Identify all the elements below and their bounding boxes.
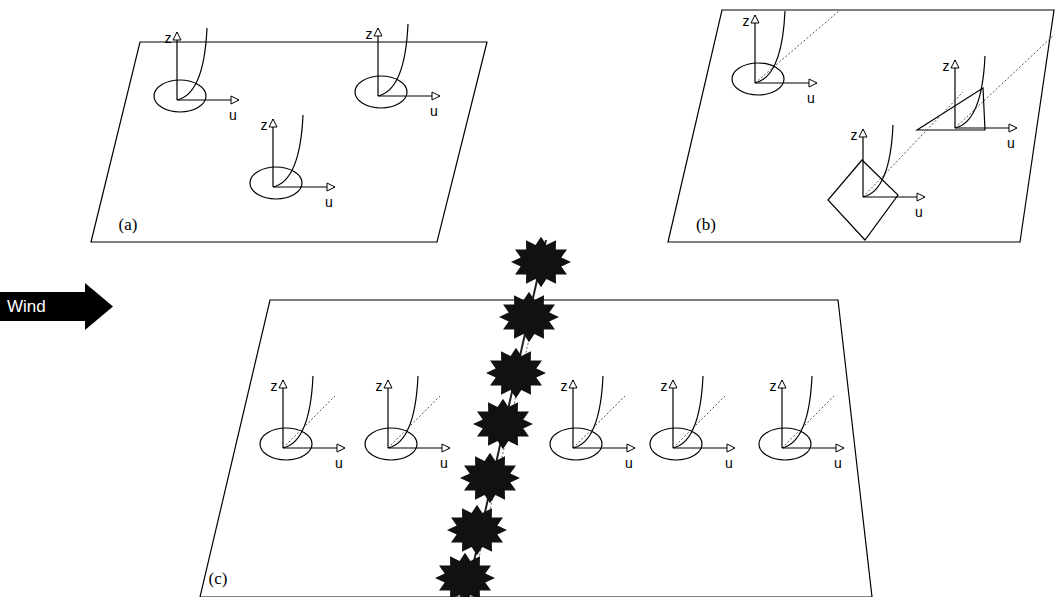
ground-plane xyxy=(668,10,1054,242)
axis-label: u xyxy=(807,91,815,105)
axis-label: z xyxy=(743,14,750,28)
wind-label: Wind xyxy=(7,298,46,315)
axis-label: z xyxy=(165,31,172,45)
ground-plane xyxy=(91,42,487,242)
arrow-outline xyxy=(0,283,113,330)
axis-label: u xyxy=(335,456,343,470)
axis-label: z xyxy=(561,379,568,393)
axis-label: u xyxy=(229,108,237,122)
axis-label: u xyxy=(725,456,733,470)
axis-label: z xyxy=(770,379,777,393)
tree-row xyxy=(435,237,571,597)
axis-label: z xyxy=(661,379,668,393)
axis-label: z xyxy=(943,59,950,73)
axis-label: u xyxy=(834,456,842,470)
ground-plane xyxy=(200,300,872,597)
panel-label: (a) xyxy=(119,216,138,233)
axis-label: z xyxy=(366,27,373,41)
axis-label: u xyxy=(915,205,923,219)
axis-label: z xyxy=(851,128,858,142)
axis-label: u xyxy=(625,456,633,470)
axis-label: z xyxy=(271,379,278,393)
panel-label: (b) xyxy=(696,216,716,233)
axis-label: z xyxy=(261,118,268,132)
axis-label: u xyxy=(440,456,448,470)
axis-label: u xyxy=(1007,136,1015,150)
axis-label: z xyxy=(376,379,383,393)
wind-arrow: Wind xyxy=(0,283,113,330)
axis-label: u xyxy=(325,195,333,209)
panel-label: (c) xyxy=(209,570,228,587)
axis-label: u xyxy=(430,104,438,118)
